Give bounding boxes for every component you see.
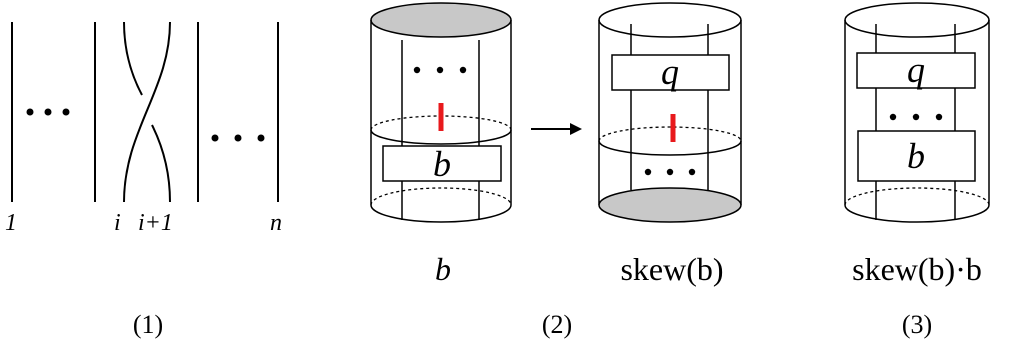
cylinder-bottom-back xyxy=(370,187,512,206)
ellipsis-dots xyxy=(889,113,943,121)
ellipsis-dots xyxy=(413,66,467,74)
cylinder-bottom-front xyxy=(844,204,990,223)
strand-label-i: i xyxy=(114,210,121,236)
cylinder-top-cap xyxy=(598,2,742,38)
crossing-strand-over xyxy=(123,21,171,203)
cut-slice-front xyxy=(370,129,512,145)
caption-b: b xyxy=(435,251,451,287)
cylinder-bottom-cap-shaded xyxy=(598,187,742,223)
strand-label-n: n xyxy=(270,210,282,236)
panel-1-braid-generator: 1 i i+1 n (1) xyxy=(5,21,282,339)
braid-box-b xyxy=(382,145,502,182)
caption-panel-2: (2) xyxy=(542,310,572,339)
caption-skew-b-text: skew(b) xyxy=(620,251,723,287)
crossing-strand-under-bottom xyxy=(151,124,171,203)
ellipsis-dots xyxy=(644,168,696,176)
caption-skew-b: skew(b) xyxy=(620,251,723,287)
braid-box-q xyxy=(611,54,730,91)
cylinder-b: b b xyxy=(370,2,512,287)
strand-label-1: 1 xyxy=(5,210,17,236)
caption-panel-3: (3) xyxy=(902,310,932,339)
strand-label-i-plus-1: i+1 xyxy=(138,210,173,236)
braid-box-q-label: q xyxy=(907,50,925,90)
cylinder-product: q b skew(b)·b (3) xyxy=(844,2,990,339)
braid-box-b xyxy=(857,130,976,182)
caption-skew-b-times-b: skew(b)·b xyxy=(852,251,982,287)
arrow-icon xyxy=(531,123,582,135)
caption-panel-1: (1) xyxy=(133,310,163,339)
braid-box-b-label: b xyxy=(907,136,925,176)
cylinder-top-cap-shaded xyxy=(370,2,512,38)
braid-box-b-label: b xyxy=(433,144,451,184)
ellipsis-left xyxy=(26,108,70,116)
cylinder-bottom-front xyxy=(370,204,512,223)
braid-box-q xyxy=(856,52,976,89)
braid-box-q-label: q xyxy=(661,52,679,92)
crossing-strand-under-top xyxy=(123,21,143,96)
cylinder-skew-b: q skew(b) (2) xyxy=(542,2,742,339)
cut-slice-front xyxy=(598,140,742,156)
cylinder-bottom-back xyxy=(844,187,990,206)
cylinder-top-cap xyxy=(844,2,990,38)
ellipsis-right xyxy=(211,134,265,142)
cut-slice-back xyxy=(598,126,742,142)
